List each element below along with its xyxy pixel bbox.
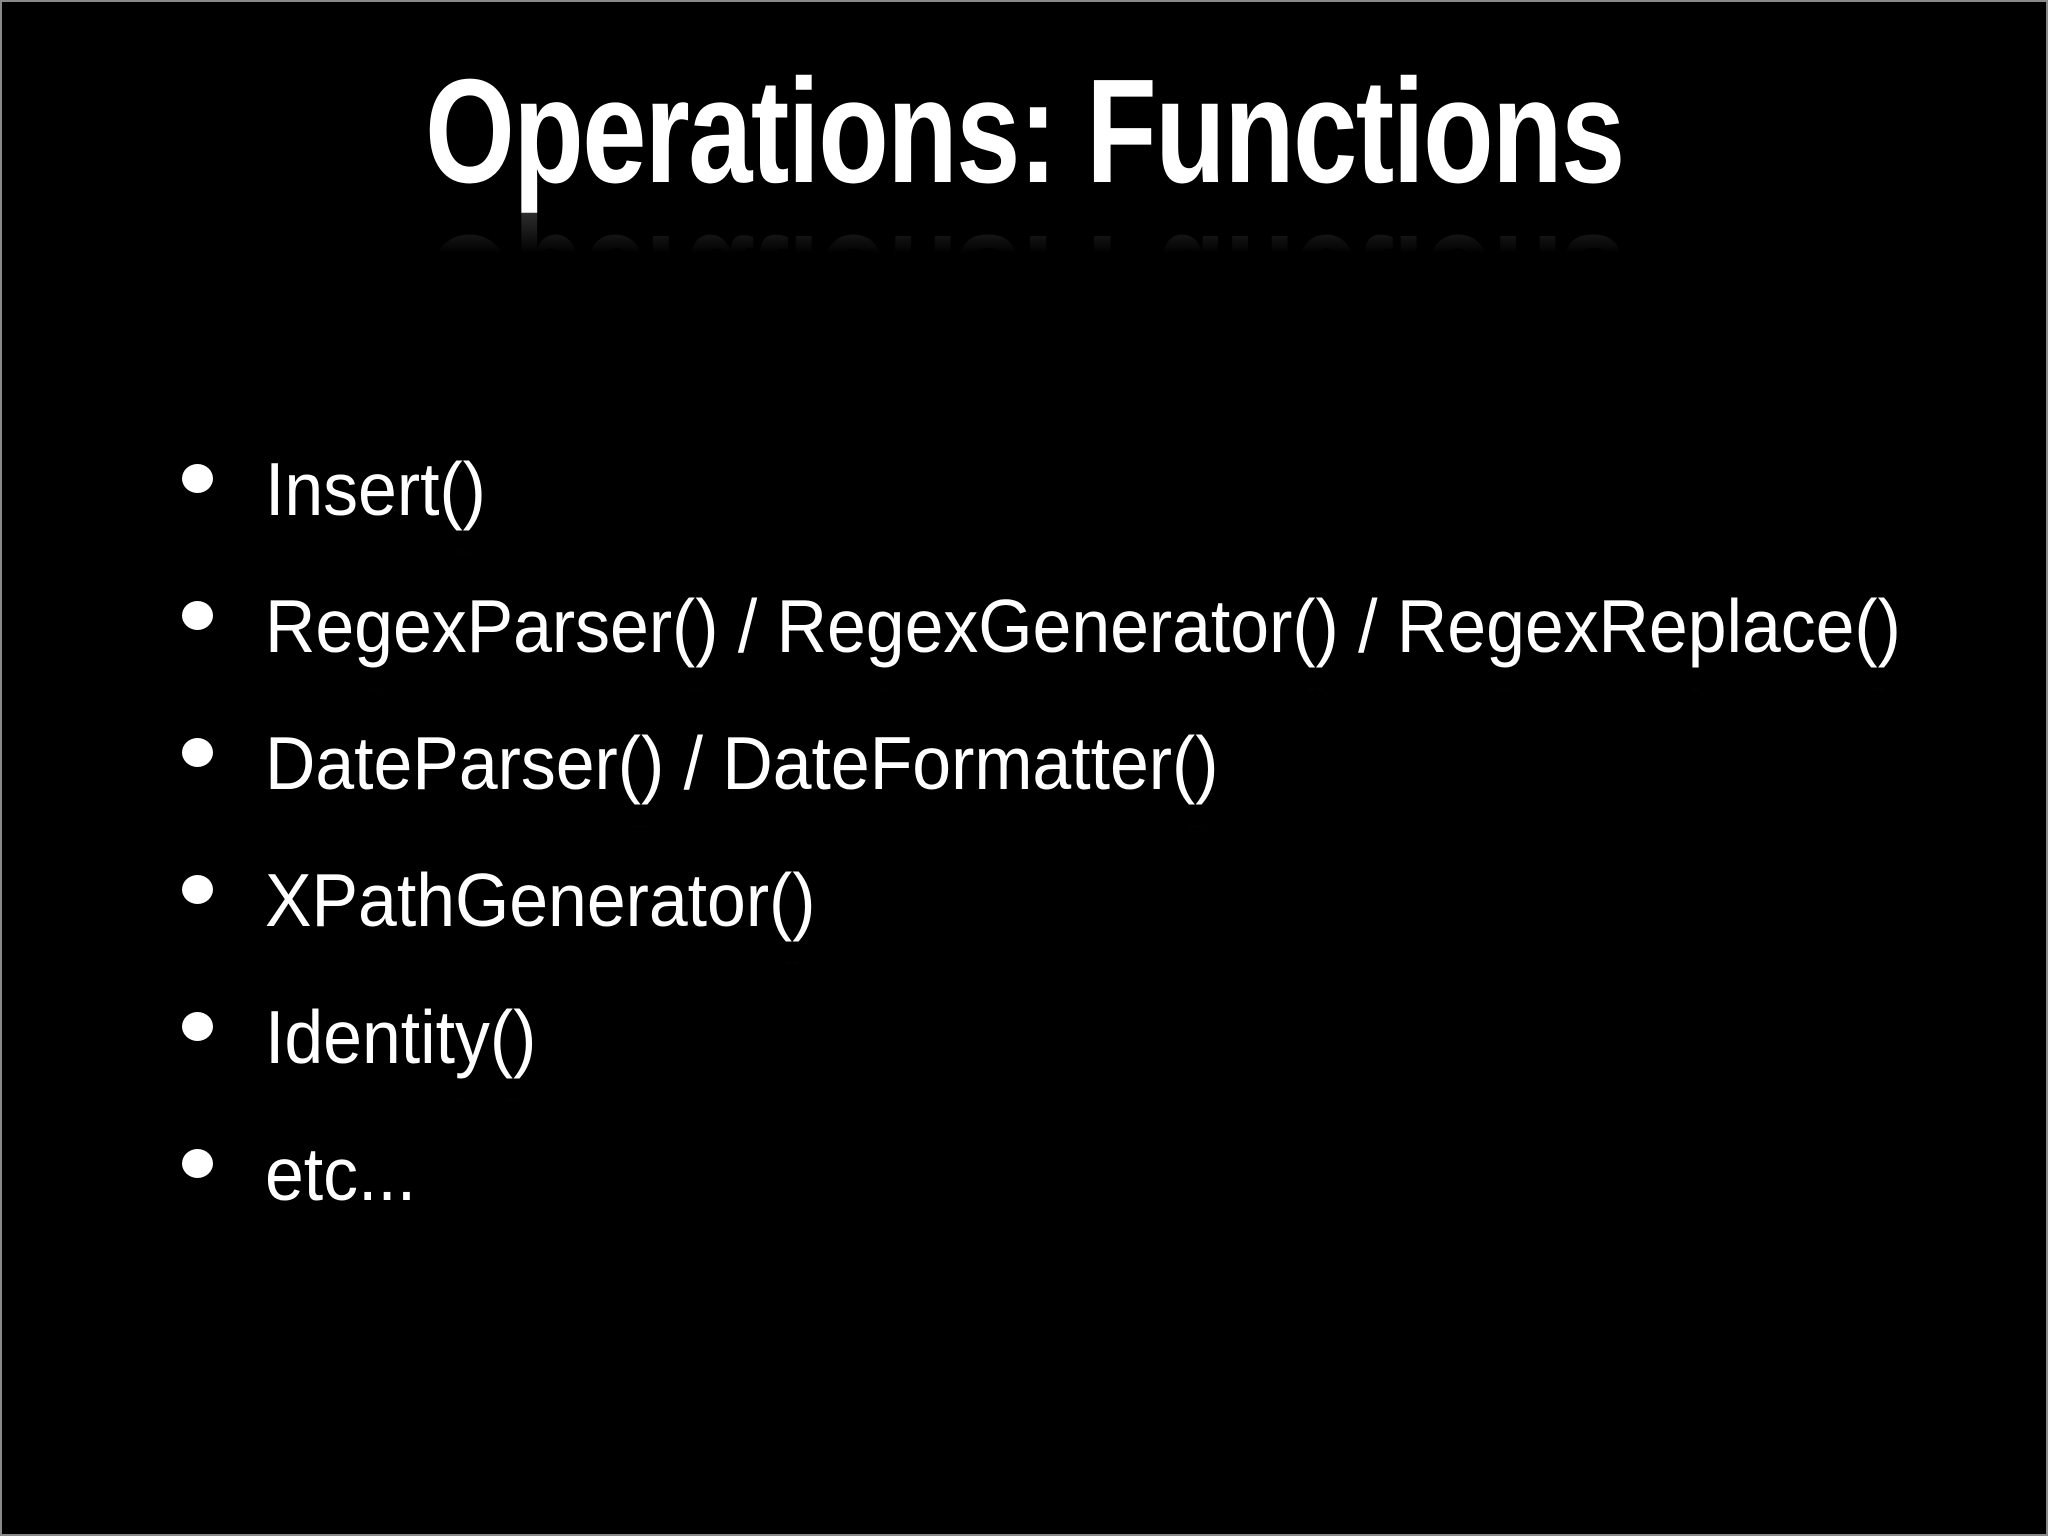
list-item: DateParser() / DateFormatter() bbox=[182, 695, 1986, 832]
bullet-list: Insert() RegexParser() / RegexGenerator(… bbox=[182, 421, 1986, 1243]
bullet-item-text: XPathGenerator() bbox=[265, 858, 816, 942]
slide-title: Operations: Functions bbox=[424, 49, 1625, 214]
list-item: RegexParser() / RegexGenerator() / Regex… bbox=[182, 558, 1986, 695]
bullet-dot-icon bbox=[182, 875, 213, 904]
bullet-item-text: Identity() bbox=[265, 995, 537, 1079]
bullet-item-text: Insert() bbox=[265, 447, 486, 531]
bullet-item-text: RegexParser() / RegexGenerator() / Regex… bbox=[265, 584, 1901, 668]
bullet-dot-icon bbox=[182, 464, 213, 493]
title-area: Operations: Functions bbox=[2, 58, 2046, 206]
list-item: Insert() bbox=[182, 421, 1986, 558]
bullet-dot-icon bbox=[182, 738, 213, 767]
bullet-item-text: DateParser() / DateFormatter() bbox=[265, 721, 1219, 805]
bullet-dot-icon bbox=[182, 1149, 213, 1178]
bullet-dot-icon bbox=[182, 601, 213, 630]
list-item: XPathGenerator() bbox=[182, 832, 1986, 969]
bullet-item-text: etc... bbox=[265, 1132, 417, 1216]
bullet-dot-icon bbox=[182, 1012, 213, 1041]
list-item: Identity() bbox=[182, 969, 1986, 1106]
list-item: etc... bbox=[182, 1106, 1986, 1243]
